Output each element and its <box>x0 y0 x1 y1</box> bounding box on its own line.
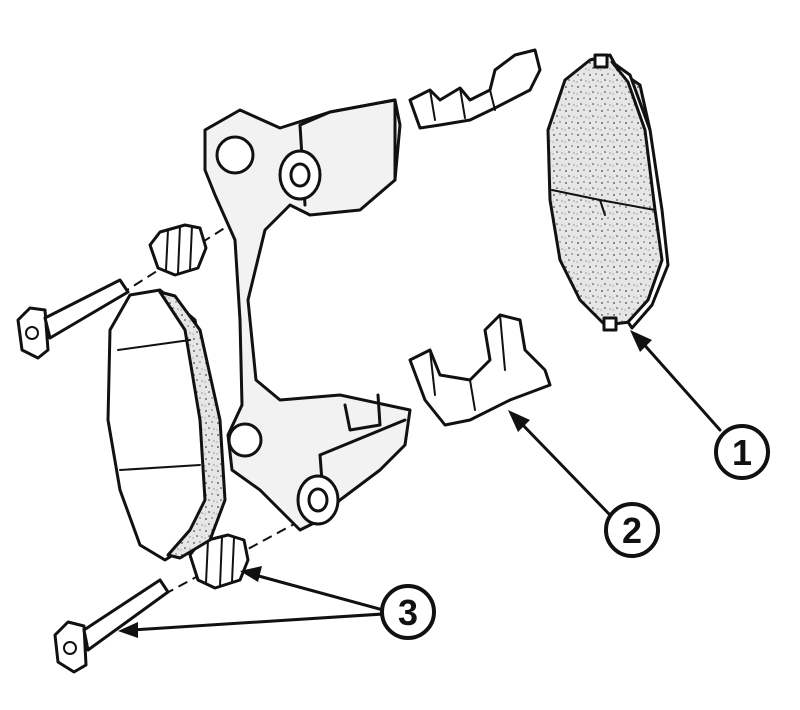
callout-3: 3 <box>380 584 436 640</box>
callout-2-label: 2 <box>622 510 642 551</box>
inner-brake-pad <box>106 288 227 562</box>
callout-2-arrow <box>508 410 612 517</box>
upper-anti-rattle-clip <box>408 48 542 130</box>
callout-1-arrow <box>630 330 722 432</box>
upper-guide-pin-bolt <box>16 278 130 360</box>
lower-anti-rattle-clip <box>408 313 552 427</box>
caliper-bracket <box>203 98 412 532</box>
upper-guide-pin-boot <box>148 223 208 277</box>
callout-1: 1 <box>714 424 770 480</box>
outer-brake-pad <box>546 53 670 332</box>
callout-1-label: 1 <box>732 432 752 473</box>
callout-3-arrows <box>118 566 385 638</box>
callout-3-label: 3 <box>398 592 418 633</box>
callout-2: 2 <box>604 502 660 558</box>
lower-guide-pin-boot <box>188 533 250 590</box>
lower-guide-pin-bolt <box>53 578 170 674</box>
